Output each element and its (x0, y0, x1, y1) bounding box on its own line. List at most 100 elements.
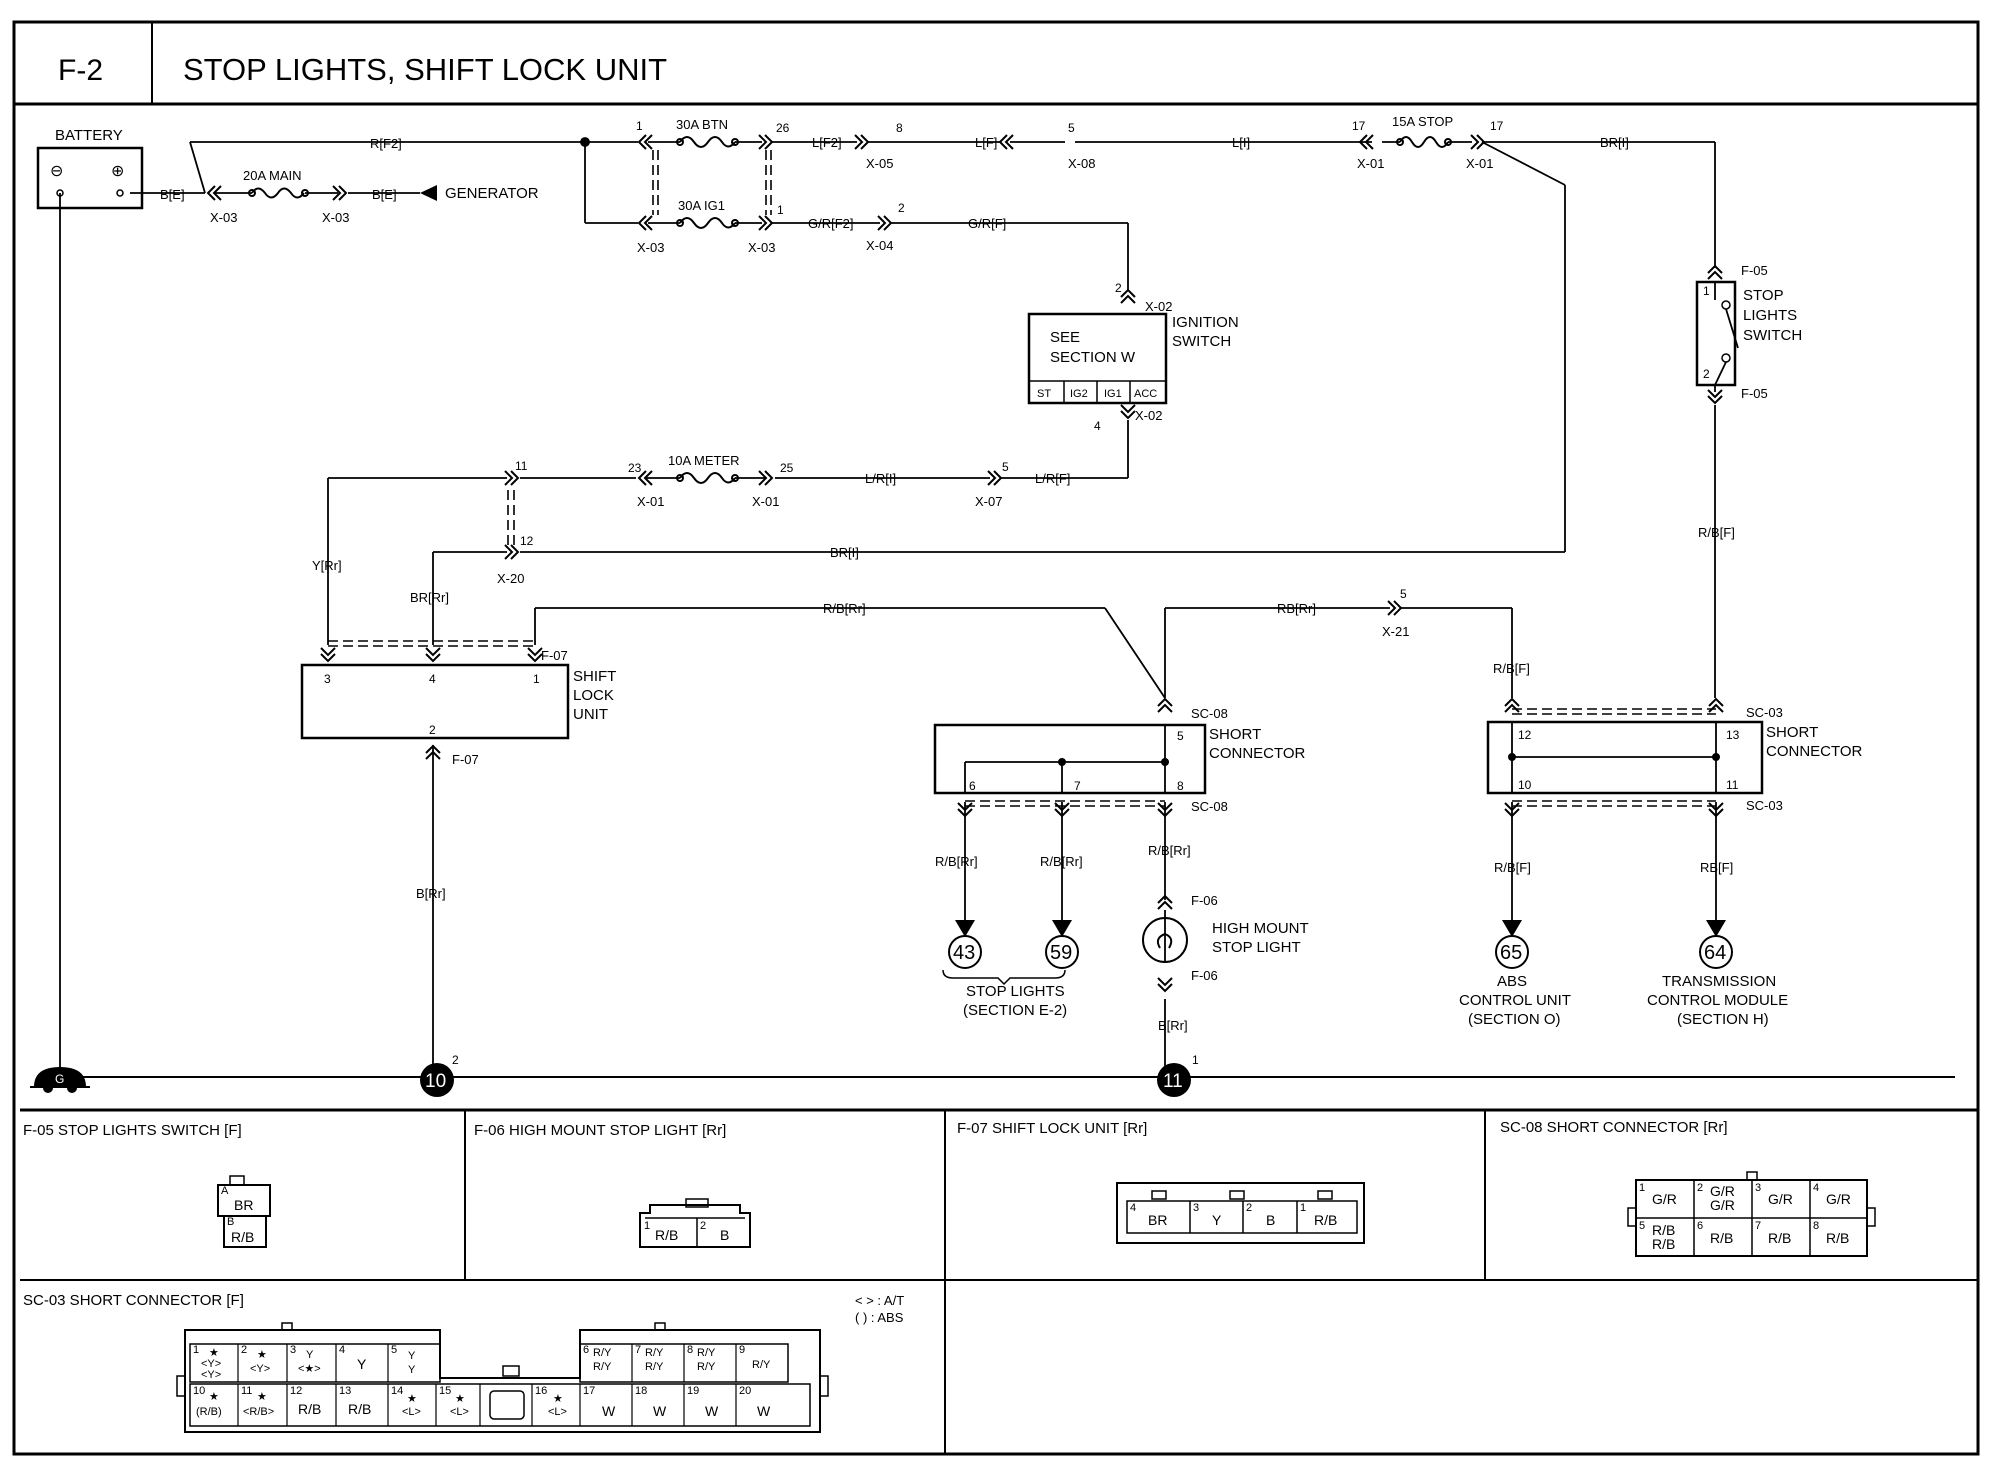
svg-text:G/R: G/R (1768, 1191, 1793, 1207)
conn-x01-a: X-01 (1357, 156, 1384, 171)
wire-lr-f: L/R[F] (1035, 471, 1070, 486)
svg-text:W: W (653, 1403, 667, 1419)
ref-43: 43 (953, 942, 975, 964)
svg-text:R/B: R/B (1652, 1236, 1675, 1252)
panel-f07-title: F-07 SHIFT LOCK UNIT [Rr] (957, 1120, 1147, 1137)
diagram-code: F-2 (58, 54, 103, 87)
ref-circles (948, 935, 1733, 969)
f07-pin-2: 2 (1246, 1202, 1252, 1214)
ref-65: 65 (1500, 942, 1522, 964)
svg-text:R/B: R/B (348, 1401, 371, 1417)
ground-node-11-label: 11 (1163, 1071, 1183, 1092)
abs-ref-2: CONTROL UNIT (1459, 992, 1571, 1009)
fuse-ig1-label: 30A IG1 (678, 198, 725, 213)
wire-rb-rr-5: R/B[Rr] (1148, 843, 1191, 858)
pin-8: 8 (896, 121, 903, 135)
wire-br-i-1: BR[I] (1600, 135, 1629, 150)
ignition-switch (1027, 312, 1168, 405)
shift-lock-label-3: UNIT (573, 706, 608, 723)
sc03-pin10: 10 (1518, 778, 1532, 792)
ignition-terminal-ig1: IG1 (1104, 388, 1122, 400)
conn-f06-a: F-06 (1191, 893, 1218, 908)
ignition-terminal-acc: ACC (1134, 388, 1157, 400)
svg-text:12: 12 (290, 1385, 302, 1397)
pin-l-btn: 1 (636, 119, 643, 133)
stop-switch-label-3: SWITCH (1743, 327, 1802, 344)
pin-26: 26 (776, 121, 790, 135)
ground-node-10-label: 10 (425, 1071, 446, 1092)
conn-x02-a: X-02 (1145, 299, 1172, 314)
f07-cell-3: Y (1212, 1212, 1222, 1228)
svg-text:Y: Y (408, 1350, 416, 1362)
svg-text:17: 17 (583, 1385, 595, 1397)
fuse-meter-label: 10A METER (668, 453, 740, 468)
abs-ref-3: (SECTION O) (1468, 1011, 1561, 1028)
f07-cell-2: B (1266, 1212, 1275, 1228)
wire-b-e-2: B[E] (372, 187, 397, 202)
svg-text:★: ★ (553, 1393, 563, 1405)
ref-59: 59 (1050, 942, 1072, 964)
svg-text:★: ★ (209, 1347, 219, 1359)
sc08-pin6: 6 (969, 779, 976, 793)
wire-r-f2: R[F2] (370, 136, 402, 151)
shift-lock-label-2: LOCK (573, 687, 614, 704)
svg-text:14: 14 (391, 1385, 403, 1397)
wire-l-f: L[F] (975, 135, 997, 150)
wire-rb-rr: R/B[Rr] (823, 601, 866, 616)
svg-text:G/R: G/R (1710, 1197, 1735, 1213)
f05-cell-a: BR (234, 1197, 253, 1213)
wire-br-rr: BR[Rr] (410, 590, 449, 605)
svg-text:7: 7 (635, 1344, 641, 1356)
panel-f07: F-07 SHIFT LOCK UNIT [Rr] 4 BR 3 Y 2 B 1… (957, 1120, 1365, 1244)
pin-2a: 2 (898, 201, 905, 215)
conn-sc03-a: SC-03 (1746, 705, 1783, 720)
svg-text:16: 16 (535, 1385, 547, 1397)
svg-text:10: 10 (193, 1385, 205, 1397)
wire-rb-f2: RB[F] (1700, 860, 1733, 875)
shift-lock-label-1: SHIFT (573, 668, 616, 685)
wire-rb-rr-4: R/B[Rr] (1040, 854, 1083, 869)
ignition-switch-label-2: SWITCH (1172, 333, 1231, 350)
conn-x08: X-08 (1068, 156, 1095, 171)
sc08-pin8: 8 (1177, 779, 1184, 793)
ground-node-10 (420, 1063, 454, 1097)
pin-5b: 5 (1002, 460, 1009, 474)
panel-sc03: SC-03 SHORT CONNECTOR [F] < > : A/T ( ) … (23, 1292, 904, 1433)
svg-text:1: 1 (1639, 1182, 1645, 1194)
sc03-panel-bottom-row: 10 ★ (R/B) 11 ★ <R/B> 12 R/B 13 R/B 14 ★… (193, 1385, 771, 1419)
panel-f05-title: F-05 STOP LIGHTS SWITCH [F] (23, 1122, 242, 1139)
high-mount-label-1: HIGH MOUNT (1212, 920, 1309, 937)
f07-pin-3: 3 (1193, 1202, 1199, 1214)
conn-f07-a: F-07 (541, 648, 568, 663)
wire-gr-f: G/R[F] (968, 216, 1006, 231)
svg-text:★: ★ (257, 1349, 267, 1361)
f07-pin-4: 4 (1130, 1202, 1136, 1214)
svg-text:★: ★ (407, 1393, 417, 1405)
ignition-switch-label-1: IGNITION (1172, 314, 1239, 331)
conn-x03-c: X-03 (637, 240, 664, 255)
wire-rb-rr2: RB[Rr] (1277, 601, 1316, 616)
ignition-terminal-ig2: IG2 (1070, 388, 1088, 400)
svg-text:4: 4 (339, 1344, 345, 1356)
panel-sc08-title: SC-08 SHORT CONNECTOR [Rr] (1500, 1119, 1728, 1136)
pin-23: 23 (628, 461, 642, 475)
ground-10-pin: 2 (452, 1053, 459, 1067)
pin-4a: 4 (1094, 419, 1101, 433)
pin-12: 12 (520, 534, 534, 548)
svg-text:15: 15 (439, 1385, 451, 1397)
wire-br-i-2: BR[I] (830, 545, 859, 560)
ignition-body-line2: SECTION W (1050, 349, 1136, 366)
conn-x03-d: X-03 (748, 240, 775, 255)
conn-x02-b: X-02 (1135, 408, 1162, 423)
f07-cell-1: R/B (1314, 1212, 1337, 1228)
stop-switch-pin1: 1 (1703, 284, 1710, 298)
svg-text:<Y>: <Y> (201, 1369, 221, 1381)
svg-text:★: ★ (257, 1391, 267, 1403)
stop-lights-switch (1695, 280, 1739, 387)
frame (12, 20, 1980, 1456)
panel-f06-title: F-06 HIGH MOUNT STOP LIGHT [Rr] (474, 1122, 726, 1139)
wire-rb-f-2: R/B[F] (1698, 525, 1735, 540)
sc03-legend-at: < > : A/T (855, 1293, 904, 1308)
sc03-pin13: 13 (1726, 728, 1740, 742)
svg-text:7: 7 (1755, 1220, 1761, 1232)
